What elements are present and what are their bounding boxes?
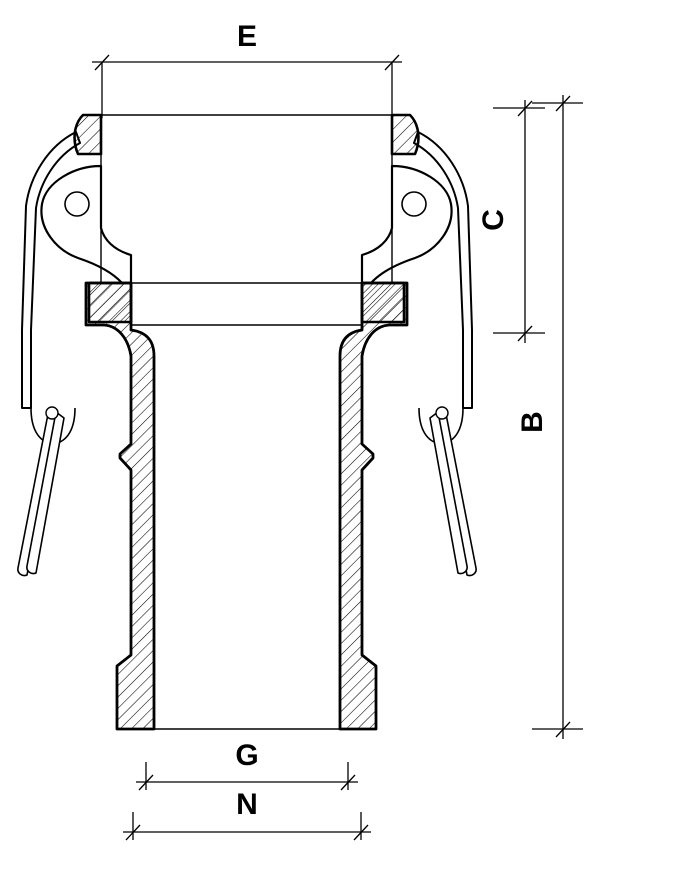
dimension-B-label: B — [516, 411, 549, 433]
cam-lobe-left — [40, 164, 133, 285]
handle-wire-right-b — [429, 411, 468, 575]
hose-shank-right-section — [338, 281, 409, 731]
dimension-G-label: G — [235, 739, 258, 772]
dimension-E-tick-right-icon — [384, 54, 400, 71]
hose-shank-left-wall — [84, 281, 156, 731]
dimension-B-tick-top-icon — [555, 95, 571, 112]
coupler-collar-right — [390, 113, 420, 156]
internal-edge-lines — [131, 282, 362, 730]
coupler-collar-left — [73, 113, 103, 156]
cam-pivot-hole-left-icon — [64, 191, 90, 217]
cam-lobe-left-body — [40, 164, 133, 285]
coupler-collar-right-section — [390, 113, 420, 156]
coupler-chamber-outline — [100, 114, 393, 283]
hose-shank-right-wall — [338, 281, 409, 731]
dimension-G — [136, 762, 358, 791]
handle-wire-left-b — [26, 411, 65, 575]
coupler-collar-left-section — [73, 113, 103, 156]
dimension-B-tick-bottom-icon — [555, 721, 571, 738]
handle-pin-right-icon — [435, 406, 449, 420]
dimension-N-label: N — [236, 788, 258, 821]
cam-pivot-hole-right-icon — [401, 191, 427, 217]
dimension-E — [92, 54, 402, 118]
cam-handle-right — [418, 406, 477, 577]
handle-pin-left-icon — [45, 406, 59, 420]
dimension-G-tick-left-icon — [138, 774, 154, 791]
dimension-E-tick-left-icon — [94, 54, 110, 71]
cam-lobe-right-body — [360, 164, 453, 285]
handle-wire-right-a — [437, 413, 477, 577]
dimension-C — [493, 100, 545, 343]
dimension-C-tick-top-icon — [517, 100, 533, 117]
dimension-N-tick-right-icon — [353, 824, 369, 841]
cam-handle-left — [17, 406, 76, 577]
dimension-G-tick-right-icon — [340, 774, 356, 791]
dimension-N-tick-left-icon — [125, 824, 141, 841]
dimension-E-label: E — [237, 20, 257, 53]
dimension-C-label: C — [477, 209, 510, 231]
handle-wire-left-a — [17, 413, 57, 577]
dimension-B — [532, 95, 583, 739]
dimension-N — [123, 812, 371, 841]
dimension-C-tick-bottom-icon — [517, 325, 533, 342]
hose-shank-left-section — [84, 281, 156, 731]
cam-lobe-right — [360, 164, 453, 285]
